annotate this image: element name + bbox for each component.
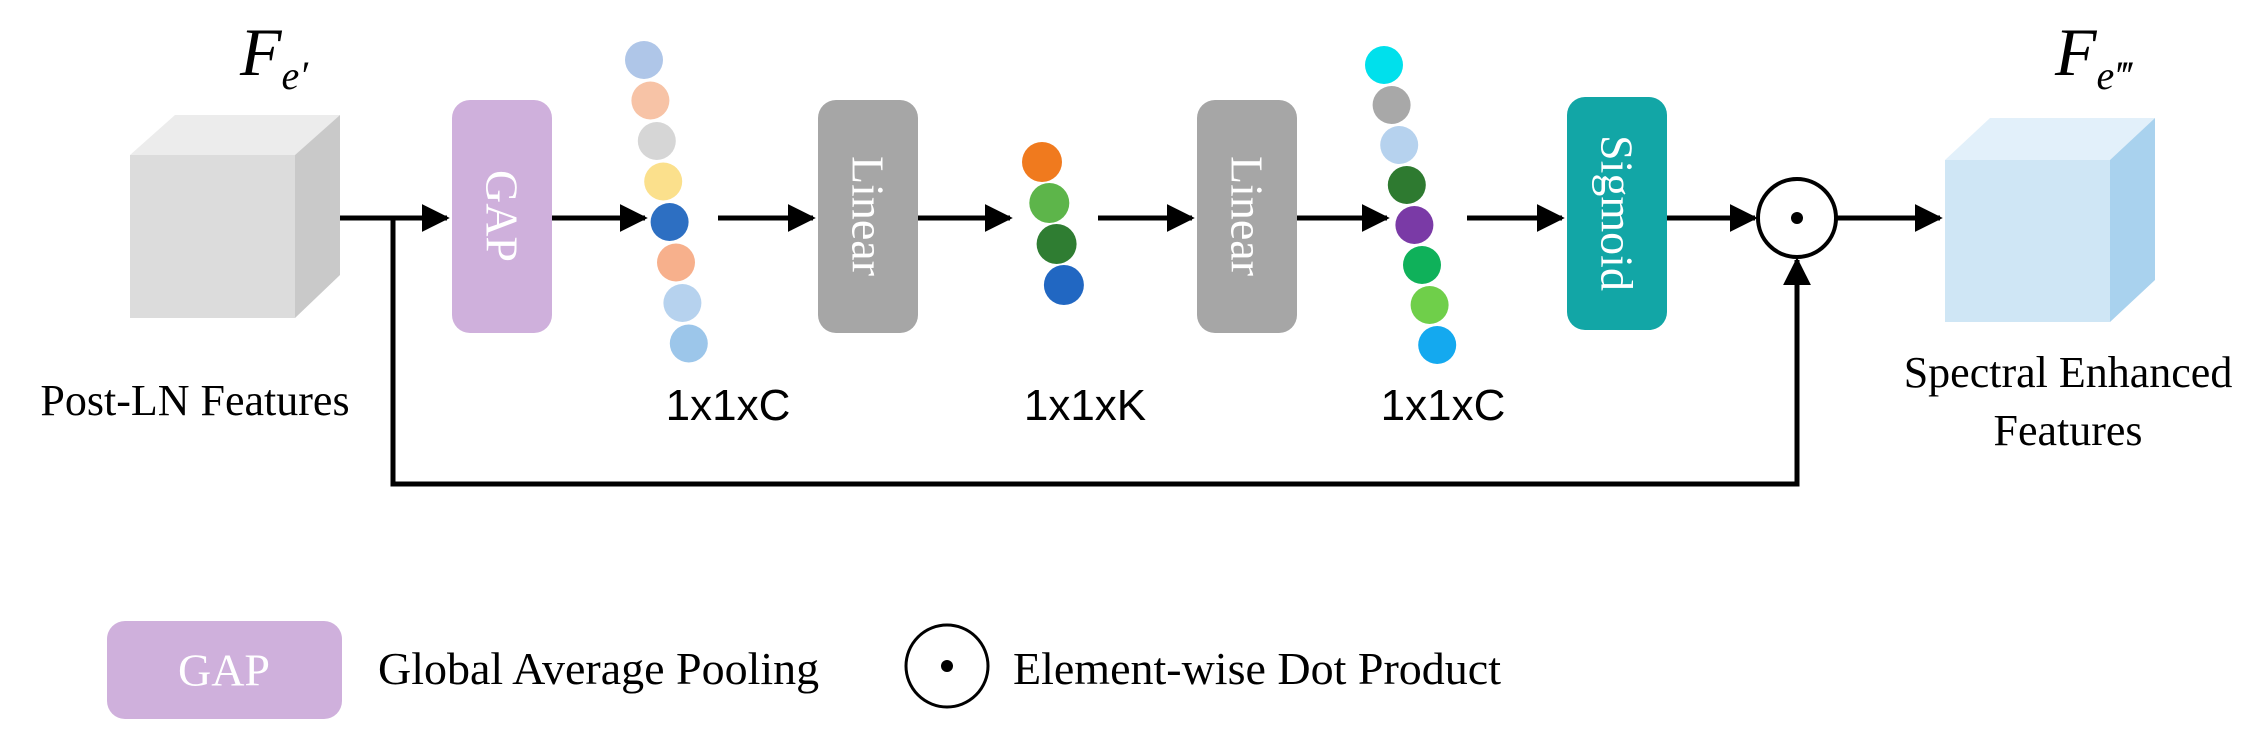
vector-c-element-5 <box>650 203 689 241</box>
linear-block-1-box <box>818 100 918 333</box>
dim-label-linear1: 1x1xK <box>1024 381 1146 430</box>
dot-product-node <box>1756 177 1838 259</box>
legend-gap-swatch-label: GAP <box>178 645 270 696</box>
vector-c-element-2 <box>631 81 670 120</box>
vector-c-element-1 <box>625 41 663 79</box>
vector-c-element-8 <box>669 324 708 363</box>
output-cube-front-face <box>1945 160 2110 322</box>
vector-c-element-7 <box>663 284 702 322</box>
vector-c-out-element-4 <box>1387 166 1426 204</box>
output-cube-side-face <box>2110 118 2155 322</box>
vector-c-out-element-8 <box>1418 326 1457 364</box>
skip-connection-arrow <box>390 218 1811 487</box>
input-cube-top-face <box>130 115 340 155</box>
sigmoid-block: Sigmoid <box>1567 97 1667 330</box>
vector-c-out-element-1 <box>1365 46 1403 84</box>
input-label: Post-LN Features <box>40 376 349 425</box>
dim-label-gap: 1x1xC <box>666 381 791 430</box>
channel-vector-c <box>625 41 708 363</box>
vector-c-element-3 <box>637 122 676 160</box>
input-cube-front-face <box>130 155 295 318</box>
legend: GAP Global Average Pooling Element-wise … <box>107 621 1501 719</box>
vector-c-element-6 <box>657 243 695 282</box>
input-feature-cube <box>130 115 340 318</box>
channel-vector-c-out <box>1365 46 1457 364</box>
channel-vector-k <box>1022 142 1084 305</box>
output-label-line1: Spectral Enhanced <box>1904 348 2233 397</box>
input-cube-side-face <box>295 115 340 318</box>
linear-block-1-label: Linear <box>843 156 894 276</box>
vector-k-element-1 <box>1022 142 1062 182</box>
vector-c-out-element-3 <box>1380 126 1419 164</box>
legend-dot-text: Element-wise Dot Product <box>1013 643 1501 694</box>
output-symbol: Fe‴ <box>2054 14 2133 98</box>
gap-block-label: GAP <box>477 170 528 262</box>
linear-block-2-box <box>1197 100 1297 333</box>
vector-c-out-element-2 <box>1372 86 1411 124</box>
legend-dot-symbol-center <box>941 660 953 672</box>
legend-gap-swatch <box>107 621 342 719</box>
vector-k-element-3 <box>1036 224 1077 264</box>
input-symbol: Fe′ <box>239 14 309 98</box>
vector-c-out-element-6 <box>1403 246 1441 284</box>
sigmoid-block-box <box>1567 97 1667 330</box>
dim-label-linear2: 1x1xC <box>1381 381 1506 430</box>
vector-c-out-element-5 <box>1395 206 1434 244</box>
dot-product-dot <box>1791 212 1803 224</box>
output-label-line2: Features <box>1993 406 2142 455</box>
sigmoid-block-label: Sigmoid <box>1592 135 1643 291</box>
output-feature-cube <box>1945 118 2155 322</box>
vector-k-element-4 <box>1043 265 1084 305</box>
linear-block-2: Linear <box>1197 100 1297 333</box>
linear-block-2-label: Linear <box>1222 156 1273 276</box>
legend-gap-text: Global Average Pooling <box>378 643 819 694</box>
vector-k-element-2 <box>1029 183 1070 223</box>
vector-c-element-4 <box>644 162 683 201</box>
gap-block: GAP <box>452 100 552 333</box>
gap-block-box <box>452 100 552 333</box>
output-cube-top-face <box>1945 118 2155 160</box>
vector-c-out-element-7 <box>1410 286 1449 324</box>
linear-block-1: Linear <box>818 100 918 333</box>
